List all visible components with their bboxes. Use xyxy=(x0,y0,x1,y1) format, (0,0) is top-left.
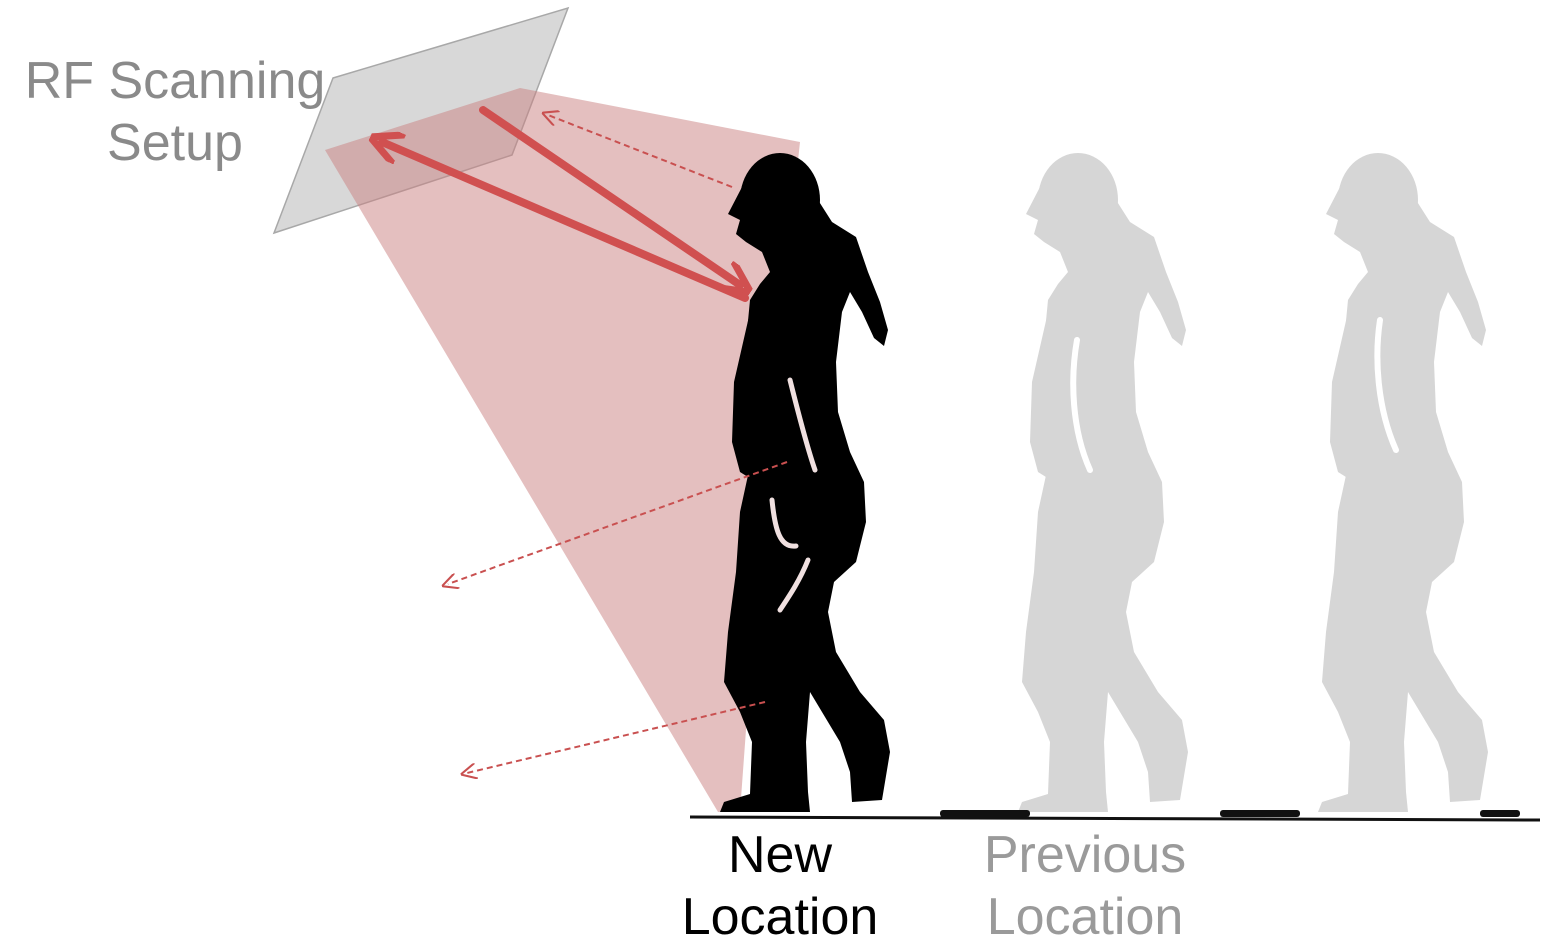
previous-person-silhouette-far xyxy=(1318,153,1488,812)
new-location-line1: New xyxy=(655,824,905,886)
footprints xyxy=(940,810,1520,817)
setup-label-line1: RF Scanning xyxy=(10,50,340,112)
previous-person-silhouette-near xyxy=(1018,153,1188,812)
new-location-line2: Location xyxy=(655,886,905,948)
setup-label-line2: Setup xyxy=(10,112,340,174)
previous-location-line1: Previous xyxy=(960,824,1210,886)
previous-location-line2: Location xyxy=(960,886,1210,948)
new-location-label: New Location xyxy=(655,824,905,948)
rf-scanning-setup-label: RF Scanning Setup xyxy=(10,50,340,174)
ground-line xyxy=(690,817,1540,820)
previous-location-label: Previous Location xyxy=(960,824,1210,948)
rf-beam-cone xyxy=(325,88,800,812)
